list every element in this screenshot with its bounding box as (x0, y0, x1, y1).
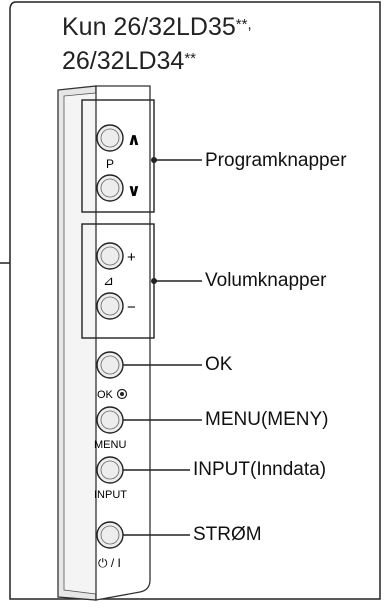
up-sign: ∧ (127, 130, 141, 149)
input-callout-label: INPUT(Inndata) (193, 459, 327, 480)
outer-frame-corner (9, 1, 17, 35)
volume-symbol: ⊿ (103, 273, 114, 288)
ok-dot-center-icon (120, 392, 124, 396)
title-line-1-text: Kun 26/32LD35 (62, 13, 236, 41)
title-line-2-text: 26/32LD34 (62, 47, 185, 75)
ok-label: OK (97, 389, 114, 401)
title-line-1-suffix: **, (235, 16, 252, 33)
input-label: INPUT (94, 489, 127, 501)
panel-side-inner (63, 92, 97, 595)
menu-callout-label: MENU(MENY) (205, 409, 329, 430)
program-buttons-box (81, 99, 155, 213)
menu-label: MENU (94, 439, 126, 451)
title-line-2-suffix: ** (184, 50, 197, 67)
program-callout-dot (151, 157, 157, 163)
plus-sign: + (127, 249, 136, 266)
volume-buttons-label: Volumknapper (205, 270, 327, 291)
volume-callout-dot (151, 278, 157, 284)
title-line-2: 26/32LD34** (62, 44, 196, 76)
p-label: P (106, 157, 114, 171)
ok-dot-icon (116, 388, 128, 400)
program-buttons-label: Programknapper (205, 150, 347, 171)
ok-callout-label: OK (205, 354, 233, 375)
power-label: ⏻ / I (98, 556, 121, 570)
down-sign: ∨ (127, 181, 141, 200)
title-line-1: Kun 26/32LD35**, (62, 10, 252, 42)
minus-sign: − (127, 299, 136, 316)
power-callout-label: STRØM (193, 524, 262, 545)
outer-frame (9, 1, 381, 600)
